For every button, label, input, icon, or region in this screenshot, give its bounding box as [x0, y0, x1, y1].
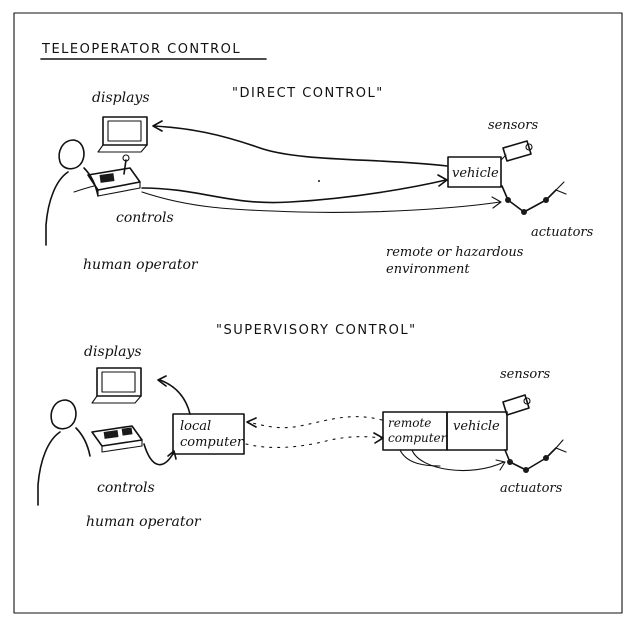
direct-controls-label: controls [116, 210, 174, 226]
supervisory-controls-label: controls [97, 480, 155, 496]
remote-computer-label-line2: computer [388, 431, 448, 445]
local-computer-box [172, 413, 245, 455]
direct-human-operator-icon [45, 139, 99, 246]
remote-computer-label-line1: remote [388, 416, 431, 430]
direct-sensors-label: sensors [488, 118, 538, 133]
direct-displays-monitor-icon [97, 116, 148, 153]
page-frame [13, 12, 623, 614]
controls-to-local-arrow [143, 443, 175, 466]
local-to-displays-arrow [159, 379, 191, 415]
direct-control-section: "DIRECT CONTROL" displays controls human… [45, 86, 594, 277]
supervisory-human-operator-label: human operator [86, 514, 202, 530]
supervisory-sensors-label: sensors [500, 367, 550, 382]
local-to-remote-link [245, 436, 383, 449]
direct-displays-label: displays [92, 90, 150, 106]
direct-controls-to-actuators-arrow [141, 191, 501, 213]
direct-control-heading: "DIRECT CONTROL" [232, 86, 384, 101]
supervisory-controls-box-icon [91, 425, 143, 453]
supervisory-actuator-arm-icon [504, 439, 567, 473]
direct-sensor-to-displays-arrow [153, 125, 448, 167]
direct-controls-to-vehicle-arrow [141, 179, 447, 204]
supervisory-displays-monitor-icon [91, 367, 142, 404]
supervisory-displays-label: displays [84, 344, 142, 360]
stray-ink-dot [318, 180, 320, 182]
direct-actuators-label: actuators [531, 225, 594, 240]
supervisory-sensor-camera-icon [502, 394, 531, 416]
supervisory-actuators-label: actuators [500, 481, 563, 496]
supervisory-control-heading: "SUPERVISORY CONTROL" [216, 323, 417, 338]
direct-human-operator-label: human operator [83, 257, 199, 273]
direct-environment-label-line1: remote or hazardous [386, 245, 524, 260]
direct-actuator-arm-icon [501, 181, 567, 215]
direct-controls-box-icon [87, 154, 141, 197]
direct-environment-label-line2: environment [386, 262, 470, 277]
supervisory-human-operator-icon [37, 399, 91, 506]
remote-to-local-link [247, 416, 383, 429]
direct-vehicle-box [447, 156, 502, 188]
direct-sensor-camera-icon [500, 140, 533, 162]
local-computer-label-line2: computer [180, 435, 244, 450]
direct-vehicle-label: vehicle [452, 166, 499, 181]
remote-control-loop [411, 449, 505, 472]
supervisory-control-section: "SUPERVISORY CONTROL" displays controls … [37, 323, 567, 530]
supervisory-vehicle-label: vehicle [453, 419, 500, 434]
page-title: TELEOPERATOR CONTROL [41, 42, 241, 57]
supervisory-vehicle-box [446, 411, 508, 451]
local-computer-label-line1: local [180, 419, 211, 434]
